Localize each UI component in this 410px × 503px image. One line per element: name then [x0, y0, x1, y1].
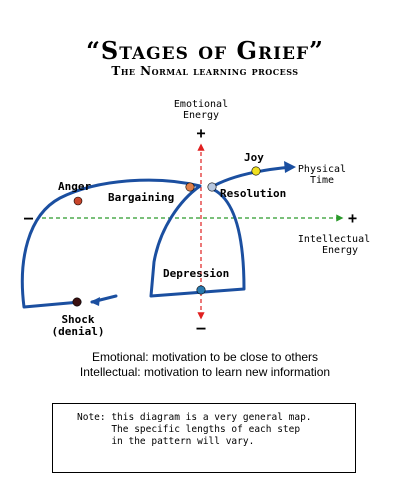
vertical-plus-sign: +	[196, 124, 205, 142]
shock-arrow-icon	[90, 297, 100, 306]
intellectual-definition: Intellectual: motivation to learn new in…	[79, 365, 331, 379]
resolution-label: Resolution	[220, 187, 286, 200]
note-text: this diagram is a very general map. The …	[111, 412, 312, 447]
depression-label: Depression	[163, 267, 229, 280]
joy-dot	[251, 166, 261, 176]
shock-label-line2: (denial)	[52, 325, 105, 338]
horizontal-axis-label-line1: Intellectual	[298, 234, 370, 245]
physical-time-label-line1: Physical	[298, 164, 346, 175]
anger-dot	[73, 196, 83, 206]
note-box: Note: this diagram is a very general map…	[52, 403, 356, 473]
emotional-definition: Emotional: motivation to be close to oth…	[91, 350, 319, 364]
resolution-dot	[207, 182, 217, 192]
physical-time-label-line2: Time	[310, 175, 334, 186]
shock-label-line1: Shock	[61, 313, 94, 326]
definitions: Emotional: motivation to be close to oth…	[0, 350, 410, 380]
anger-label: Anger	[58, 180, 91, 193]
page-title: “Stages of Grief”	[86, 36, 324, 65]
vertical-axis-label-line2: Energy	[183, 110, 219, 121]
horizontal-minus-sign: –	[24, 209, 34, 227]
vertical-minus-sign: –	[196, 319, 206, 337]
page-subtitle: The Normal learning process	[111, 64, 299, 78]
vertical-axis-label-line1: Emotional	[174, 99, 228, 110]
joy-label: Joy	[244, 151, 264, 164]
bargaining-label: Bargaining	[108, 191, 174, 204]
note-label: Note:	[77, 412, 112, 423]
bargaining-dot	[185, 182, 195, 192]
horizontal-plus-sign: +	[348, 209, 357, 227]
shock-dot	[72, 297, 82, 307]
horizontal-axis-label-line2: Energy	[322, 245, 358, 256]
time-arrow-icon	[284, 161, 296, 173]
depression-dot	[196, 285, 206, 295]
